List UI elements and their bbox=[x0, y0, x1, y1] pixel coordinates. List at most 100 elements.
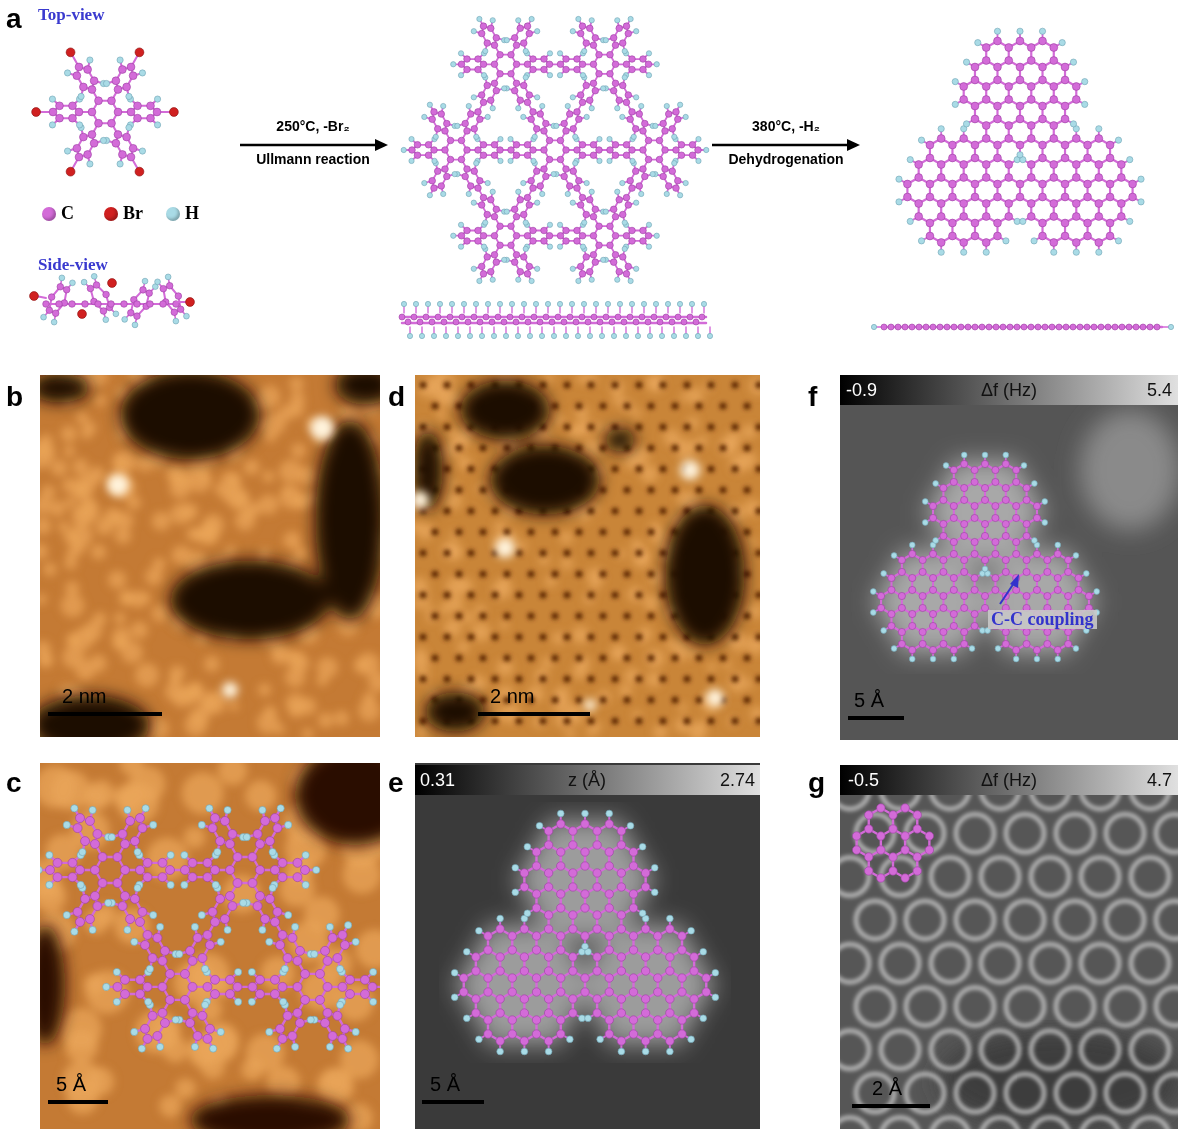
carbon-atom bbox=[537, 183, 544, 190]
carbon-atom bbox=[574, 238, 581, 245]
stm-feature bbox=[114, 612, 126, 624]
carbon-atom bbox=[629, 147, 636, 154]
carbon-atom bbox=[1072, 213, 1080, 221]
hydrogen-atom bbox=[132, 322, 138, 328]
carbon-atom bbox=[579, 99, 586, 106]
hydrogen-atom bbox=[551, 171, 556, 176]
carbon-atom bbox=[462, 120, 469, 127]
carbon-atom bbox=[442, 128, 449, 135]
carbon-atom bbox=[438, 183, 445, 190]
hydrogen-atom bbox=[695, 333, 700, 338]
carbon-atom bbox=[513, 213, 520, 220]
carbon-atom bbox=[475, 66, 482, 73]
carbon-atom bbox=[645, 137, 652, 144]
hydrogen-atom bbox=[575, 333, 580, 338]
carbon-atom bbox=[1084, 154, 1092, 162]
carbon-atom bbox=[462, 173, 469, 180]
hydrogen-atom bbox=[1115, 137, 1121, 143]
hydrogen-atom bbox=[466, 103, 471, 108]
carbon-atom bbox=[610, 87, 617, 94]
carbon-atom bbox=[645, 232, 652, 239]
hydrogen-atom bbox=[498, 158, 503, 163]
hydrogen-atom bbox=[59, 275, 65, 281]
carbon-atom bbox=[1117, 200, 1125, 208]
carbon-atom bbox=[612, 61, 619, 68]
carbon-atom bbox=[616, 97, 623, 104]
hydrogen-atom bbox=[634, 266, 639, 271]
carbon-atom bbox=[134, 114, 142, 122]
carbon-atom bbox=[960, 239, 968, 247]
carbon-atom bbox=[1042, 324, 1048, 330]
carbon-atom bbox=[563, 238, 570, 245]
carbon-atom bbox=[960, 213, 968, 221]
hydrogen-atom bbox=[701, 301, 706, 306]
carbon-atom bbox=[519, 314, 525, 320]
hydrogen-atom bbox=[646, 244, 651, 249]
carbon-atom bbox=[949, 232, 957, 240]
carbon-atom bbox=[557, 61, 564, 68]
carbon-atom bbox=[1106, 232, 1114, 240]
carbon-atom bbox=[577, 30, 584, 37]
hydrogen-atom bbox=[437, 301, 442, 306]
hydrogen-atom bbox=[503, 333, 508, 338]
carbon-atom bbox=[1072, 83, 1080, 91]
carbon-atom bbox=[483, 314, 489, 320]
carbon-atom bbox=[431, 185, 438, 192]
carbon-atom bbox=[484, 40, 491, 47]
carbon-atom bbox=[1005, 161, 1013, 169]
hydrogen-atom bbox=[622, 75, 627, 80]
carbon-atom bbox=[1027, 161, 1035, 169]
carbon-atom bbox=[114, 108, 122, 116]
hydrogen-atom bbox=[1020, 218, 1026, 224]
carbon-atom bbox=[673, 147, 680, 154]
carbon-atom bbox=[146, 290, 153, 297]
carbon-atom bbox=[994, 232, 1002, 240]
carbon-atom bbox=[640, 128, 647, 135]
carbon-atom bbox=[586, 25, 593, 32]
carbon-atom bbox=[526, 263, 533, 270]
carbon-atom bbox=[586, 97, 593, 104]
carbon-atom bbox=[1027, 83, 1035, 91]
carbon-atom bbox=[629, 109, 636, 116]
carbon-atom bbox=[623, 232, 630, 239]
hydrogen-atom bbox=[601, 86, 606, 91]
carbon-atom bbox=[103, 291, 110, 298]
carbon-atom bbox=[640, 66, 647, 73]
carbon-atom bbox=[480, 152, 487, 159]
carbon-atom bbox=[660, 173, 667, 180]
carbon-atom bbox=[147, 102, 155, 110]
carbon-atom bbox=[88, 86, 96, 94]
carbon-atom bbox=[459, 314, 465, 320]
hydrogen-atom bbox=[184, 313, 190, 319]
carbon-atom bbox=[1077, 324, 1083, 330]
hydrogen-atom bbox=[557, 73, 562, 78]
carbon-atom bbox=[121, 301, 128, 308]
carbon-atom bbox=[475, 227, 482, 234]
hydrogen-atom bbox=[490, 18, 495, 23]
carbon-atom bbox=[435, 314, 441, 320]
carbon-atom bbox=[590, 152, 597, 159]
hydrogen-atom bbox=[677, 193, 682, 198]
carbon-atom bbox=[153, 108, 161, 116]
hydrogen-atom bbox=[523, 75, 528, 80]
carbon-atom bbox=[493, 259, 500, 266]
hydrogen-atom bbox=[654, 62, 659, 67]
carbon-atom bbox=[524, 23, 531, 30]
carbon-atom bbox=[678, 152, 685, 159]
hydrogen-atom bbox=[634, 200, 639, 205]
carbon-atom bbox=[123, 83, 131, 91]
carbon-atom bbox=[491, 251, 498, 258]
hydrogen-atom bbox=[458, 244, 463, 249]
carbon-atom bbox=[541, 56, 548, 63]
carbon-atom bbox=[590, 251, 597, 258]
carbon-atom bbox=[640, 238, 647, 245]
hydrogen-atom bbox=[471, 266, 476, 271]
carbon-atom bbox=[405, 319, 411, 325]
hydrogen-atom bbox=[521, 301, 526, 306]
carbon-atom bbox=[1147, 324, 1153, 330]
hydrogen-atom bbox=[677, 301, 682, 306]
carbon-atom bbox=[971, 180, 979, 188]
hydrogen-atom bbox=[479, 333, 484, 338]
carbon-atom bbox=[915, 174, 923, 182]
carbon-atom bbox=[399, 314, 405, 320]
